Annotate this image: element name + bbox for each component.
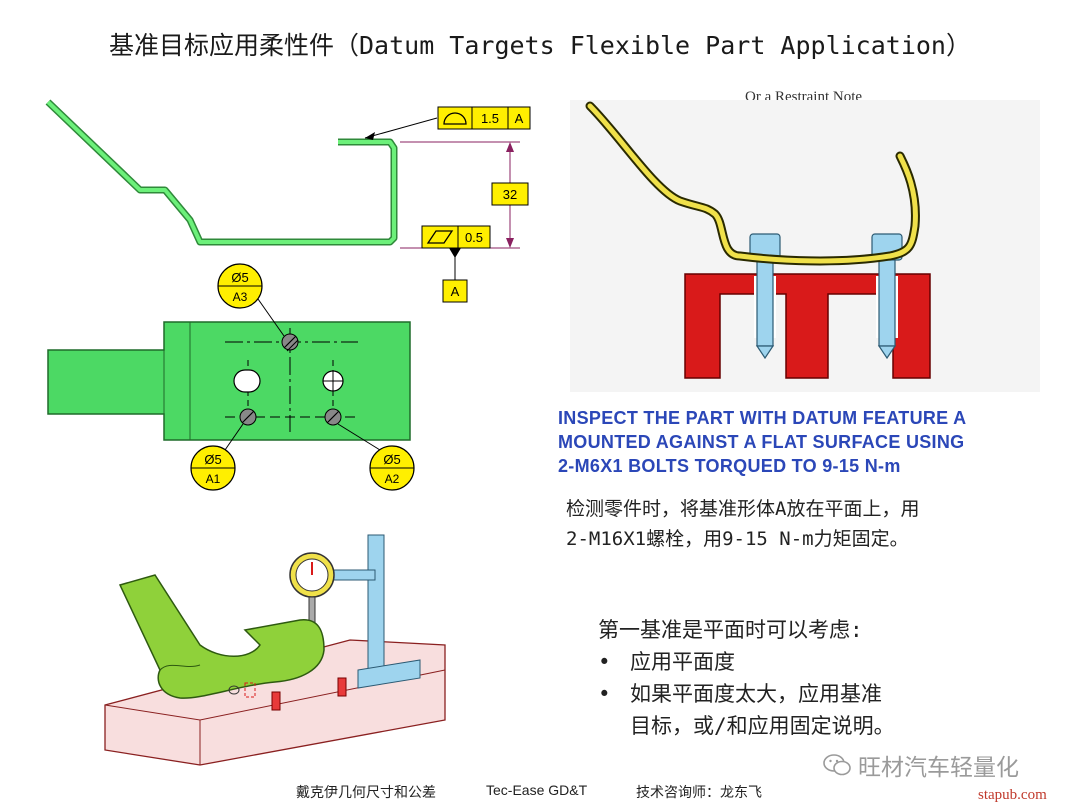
datum-target-a2: Ø5 A2	[369, 445, 415, 491]
dial-gauge-icon	[289, 552, 335, 628]
fcf-profile: 1.5 A	[437, 106, 531, 130]
svg-text:A2: A2	[385, 472, 400, 486]
datum-target-a3: Ø5 A3	[217, 263, 263, 309]
svg-text:Ø5: Ø5	[231, 270, 248, 285]
fcf-flatness: 0.5	[421, 225, 491, 249]
site-watermark: stapub.com	[978, 787, 1047, 803]
datum-triangle	[449, 248, 461, 258]
wechat-icon	[823, 754, 851, 776]
target-area-a2	[324, 408, 342, 426]
flatness-symbol	[426, 230, 454, 244]
locating-slot	[233, 369, 261, 393]
datum-a-label: A	[451, 284, 460, 299]
page-title: 基准目标应用柔性件（Datum Targets Flexible Part Ap…	[108, 31, 971, 60]
considerations-heading: 第一基准是平面时可以考虑:	[598, 618, 863, 642]
datum-target-a1: Ø5 A1	[190, 445, 236, 491]
wechat-watermark: 旺材汽车轻量化	[822, 748, 1019, 782]
primary-datum-considerations: 第一基准是平面时可以考虑: •应用平面度 •如果平面度太大，应用基准 目标，或/…	[598, 614, 1038, 742]
svg-text:A1: A1	[206, 472, 221, 486]
svg-text:0.5: 0.5	[465, 230, 483, 245]
svg-text:A: A	[515, 111, 524, 126]
fixture-block	[684, 273, 931, 379]
support-pin-2	[337, 677, 347, 697]
restraint-fixture-drawing	[570, 100, 1040, 392]
part-profile	[45, 99, 398, 246]
svg-text:Ø5: Ø5	[204, 452, 221, 467]
plan-view-drawing: Ø5 A3 Ø5 A1 Ø5 A2	[47, 263, 415, 491]
target-area-a1	[239, 408, 257, 426]
svg-text:1.5: 1.5	[481, 111, 499, 126]
gauge-part	[118, 574, 325, 699]
restraint-note-chinese: 检测零件时，将基准形体A放在平面上，用 2-M16X1螺栓，用9-15 N-m力…	[566, 498, 920, 550]
profile-surface-symbol	[443, 112, 467, 125]
svg-text:A3: A3	[233, 290, 248, 304]
svg-text:Ø5: Ø5	[383, 452, 400, 467]
support-pin-1	[271, 691, 281, 711]
plate-outline	[47, 321, 411, 441]
target-area-a3	[281, 333, 299, 352]
profile-drawing: 32 1.5 A 0.5 A	[45, 99, 531, 303]
footer: 戴克伊几何尺寸和公差 Tec-Ease GD&T 技术咨询师：龙东飞	[296, 782, 762, 800]
gauge-inspection-drawing	[104, 534, 446, 766]
indicator-stand	[367, 534, 385, 676]
restraint-note: INSPECT THE PART WITH DATUM FEATURE A MO…	[558, 408, 967, 476]
height-dimension: 32	[503, 187, 517, 202]
